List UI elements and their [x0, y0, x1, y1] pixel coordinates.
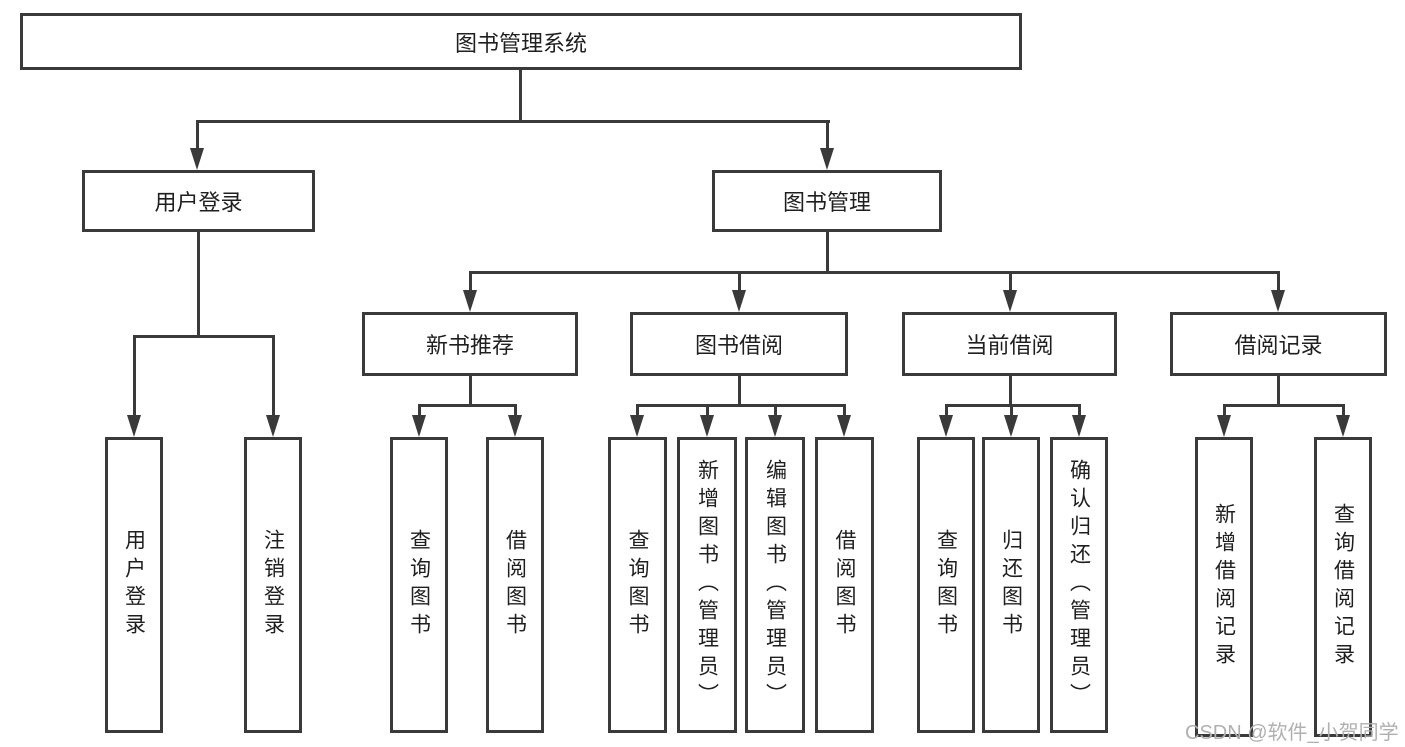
connector-b1-stem — [418, 404, 421, 417]
leaf-add-books-admin: 新增图书（管理员） — [677, 437, 737, 733]
connector-records-down — [1277, 376, 1280, 407]
connector-e1-stem — [1223, 404, 1226, 417]
arrow-to-c2-icon — [700, 415, 714, 437]
connector-new-book-rail — [418, 404, 517, 407]
arrow-to-new-book-icon — [463, 290, 477, 312]
node-user-login: 用户登录 — [82, 170, 315, 232]
arrow-to-user-login-icon — [190, 148, 204, 170]
node-user-login-label: 用户登录 — [154, 190, 243, 215]
node-book-mgmt: 图书管理 — [712, 170, 942, 232]
node-borrow-records-label: 借阅记录 — [1234, 333, 1323, 358]
connector-c1-stem — [636, 404, 639, 417]
arrow-to-e1-icon — [1217, 415, 1231, 437]
connector-e2-stem — [1342, 404, 1345, 417]
node-current-borrow: 当前借阅 — [902, 312, 1117, 376]
leaf-borrow-books-label: 借阅图书 — [833, 529, 856, 641]
arrow-to-e2-icon — [1336, 415, 1350, 437]
csdn-watermark: CSDN @软件_小贺同学 — [1185, 722, 1399, 744]
node-book-borrow: 图书借阅 — [630, 312, 848, 376]
connector-book-mgmt-down — [826, 232, 829, 273]
leaf-return-books: 归还图书 — [982, 437, 1040, 733]
leaf-rec-borrow-books-label: 借阅图书 — [503, 529, 527, 641]
node-new-book-rec: 新书推荐 — [362, 312, 578, 376]
connector-user-login-down — [197, 232, 200, 338]
connector-c3-stem — [774, 404, 777, 417]
connector-c4-stem — [843, 404, 846, 417]
leaf-user-login: 用户登录 — [105, 437, 163, 733]
arrow-to-records-icon — [1271, 290, 1285, 312]
connector-level2-rail — [196, 120, 830, 123]
leaf-logout: 注销登录 — [244, 437, 302, 733]
leaf-rec-query-books: 查询图书 — [390, 437, 448, 733]
arrow-to-current-icon — [1003, 290, 1017, 312]
arrow-to-b1-icon — [412, 415, 426, 437]
connector-d3-stem — [1078, 404, 1081, 417]
leaf-edit-books-admin-label: 编辑图书（管理员） — [763, 459, 787, 711]
connector-book-mgmt-stem — [826, 120, 829, 150]
arrow-to-d3-icon — [1072, 415, 1086, 437]
arrow-to-c1-icon — [630, 415, 644, 437]
leaf-current-query-books-label: 查询图书 — [934, 529, 958, 641]
node-book-mgmt-label: 图书管理 — [782, 190, 871, 215]
leaf-add-borrow-record-label: 新增借阅记录 — [1212, 503, 1236, 671]
connector-borrow-rail — [636, 404, 846, 407]
node-borrow-records: 借阅记录 — [1170, 312, 1387, 376]
connector-d1-stem — [945, 404, 948, 417]
leaf-current-query-books: 查询图书 — [917, 437, 975, 733]
arrow-to-d1-icon — [939, 415, 953, 437]
node-root-label: 图书管理系统 — [454, 30, 587, 56]
node-root: 图书管理系统 — [20, 13, 1022, 70]
arrow-to-b2-icon — [508, 415, 522, 437]
connector-new-book-down — [469, 376, 472, 407]
connector-b2-stem — [514, 404, 517, 417]
connector-c2-stem — [706, 404, 709, 417]
leaf-logout-label: 注销登录 — [261, 529, 285, 641]
connector-records-rail — [1223, 404, 1345, 407]
node-book-borrow-label: 图书借阅 — [694, 333, 783, 358]
connector-user-login-stem — [196, 120, 199, 150]
connector-root-stem — [519, 70, 522, 122]
leaf-borrow-query-books: 查询图书 — [608, 437, 667, 733]
leaf-confirm-return-admin-label: 确认归还（管理员） — [1067, 459, 1091, 711]
leaf-query-borrow-record-label: 查询借阅记录 — [1331, 503, 1355, 671]
connector-current-stem — [1009, 271, 1012, 292]
leaf-rec-query-books-label: 查询图书 — [407, 529, 431, 641]
leaf-add-borrow-record: 新增借阅记录 — [1195, 437, 1253, 737]
leaf-borrow-query-books-label: 查询图书 — [626, 529, 649, 641]
leaf-edit-books-admin: 编辑图书（管理员） — [745, 437, 805, 733]
arrow-to-leaf-login-icon — [127, 415, 141, 437]
leaf-return-books-label: 归还图书 — [999, 529, 1023, 641]
leaf-rec-borrow-books: 借阅图书 — [486, 437, 544, 733]
leaf-query-borrow-record: 查询借阅记录 — [1314, 437, 1372, 737]
connector-new-book-stem — [469, 271, 472, 292]
leaf-user-login-label: 用户登录 — [122, 529, 146, 641]
arrow-to-d2-icon — [1004, 415, 1018, 437]
arrow-to-borrow-icon — [732, 290, 746, 312]
connector-leaf-login-stem — [133, 335, 136, 417]
connector-current-down — [1009, 376, 1012, 407]
connector-current-rail — [945, 404, 1081, 407]
connector-user-login-rail — [133, 335, 274, 338]
node-new-book-rec-label: 新书推荐 — [425, 333, 514, 358]
connector-records-stem — [1277, 271, 1280, 292]
leaf-confirm-return-admin: 确认归还（管理员） — [1050, 437, 1108, 733]
arrow-to-book-mgmt-icon — [820, 148, 834, 170]
arrow-to-c3-icon — [768, 415, 782, 437]
arrow-to-leaf-logout-icon — [266, 415, 280, 437]
connector-level3-rail — [469, 271, 1280, 274]
connector-leaf-logout-stem — [272, 335, 275, 417]
connector-borrow-stem — [738, 271, 741, 292]
leaf-add-books-admin-label: 新增图书（管理员） — [695, 459, 719, 711]
connector-borrow-down — [738, 376, 741, 407]
leaf-borrow-books: 借阅图书 — [815, 437, 874, 733]
arrow-to-c4-icon — [837, 415, 851, 437]
node-current-borrow-label: 当前借阅 — [965, 333, 1054, 358]
connector-d2-stem — [1010, 404, 1013, 417]
